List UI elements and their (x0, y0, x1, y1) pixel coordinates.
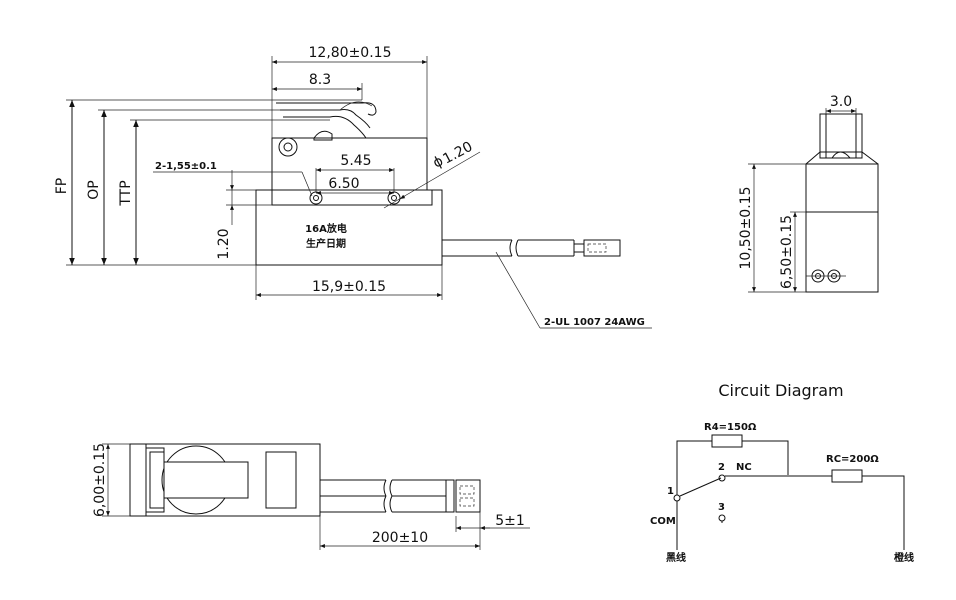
side-actuator (819, 113, 863, 159)
switch-pin-2 (718, 474, 726, 482)
resistor-rc-label: RC=200Ω (826, 454, 879, 465)
bottom-dim-thickness: 6,00±0.15 (92, 443, 108, 517)
dim-mount-pitch-top: 5.45 (340, 153, 371, 169)
dim-lever-length: 8.3 (309, 72, 331, 88)
bottom-connector (455, 479, 481, 513)
wire-black-label: 黑线 (666, 551, 686, 564)
bottom-wires (320, 479, 386, 513)
label-op: OP (86, 180, 102, 199)
switch-pin-3 (718, 514, 726, 522)
side-dim-width: 3.0 (830, 94, 852, 110)
circuit-title: Circuit Diagram (718, 381, 843, 400)
circuit-diagram: Circuit Diagram R4=150Ω 2 NC 1 3 COM RC=… (650, 381, 914, 564)
wire-callout: 2-UL 1007 24AWG (544, 317, 645, 328)
pin-nc-label: NC (736, 462, 752, 473)
dim-hole-spacing: 2-1,55±0.1 (155, 161, 217, 172)
pin-3-label: 3 (718, 502, 725, 513)
dim-mount-pitch: 6.50 (328, 176, 359, 192)
pin-2-label: 2 (718, 462, 725, 473)
body-text-line1: 16A放电 (305, 222, 347, 235)
side-dim-hole-height: 6,50±0.15 (779, 215, 795, 289)
side-body (805, 163, 879, 293)
resistor-rc (831, 469, 863, 483)
label-ttp: TTP (118, 180, 134, 206)
bottom-dim-wire-length: 200±10 (372, 530, 428, 546)
switch-pin-1 (673, 494, 681, 502)
resistor-r4-label: R4=150Ω (704, 422, 757, 433)
wire-orange-label: 橙线 (894, 551, 914, 564)
label-fp: FP (54, 178, 70, 195)
bottom-dim-strip-length: 5±1 (495, 513, 525, 529)
lever-pivot (278, 137, 298, 157)
body-text-line2: 生产日期 (306, 237, 346, 250)
pin-com-label: COM (650, 516, 676, 527)
dim-base-height: 1.20 (216, 228, 232, 259)
wire-cable (442, 239, 512, 257)
front-view: 12,80±0.15 8.3 FP OP TTP 2-1,55±0.1 5.45… (54, 45, 652, 329)
actuator-housing (271, 137, 428, 191)
lever-fp (276, 102, 377, 116)
pin-1-label: 1 (667, 486, 674, 497)
dim-body-length: 15,9±0.15 (312, 279, 386, 295)
side-dim-height: 10,50±0.15 (738, 187, 754, 270)
dim-hole-diameter: 1.20 (440, 139, 475, 168)
switch-body (255, 189, 443, 266)
wire-connector (583, 239, 621, 257)
dim-overall-width: 12,80±0.15 (309, 45, 392, 61)
side-view: 3.0 10,50±0.15 6,50±0.15 (738, 94, 879, 293)
bottom-window (265, 451, 297, 509)
bottom-view: 6,00±0.15 200±10 5±1 (92, 443, 530, 550)
resistor-r4 (711, 434, 743, 448)
